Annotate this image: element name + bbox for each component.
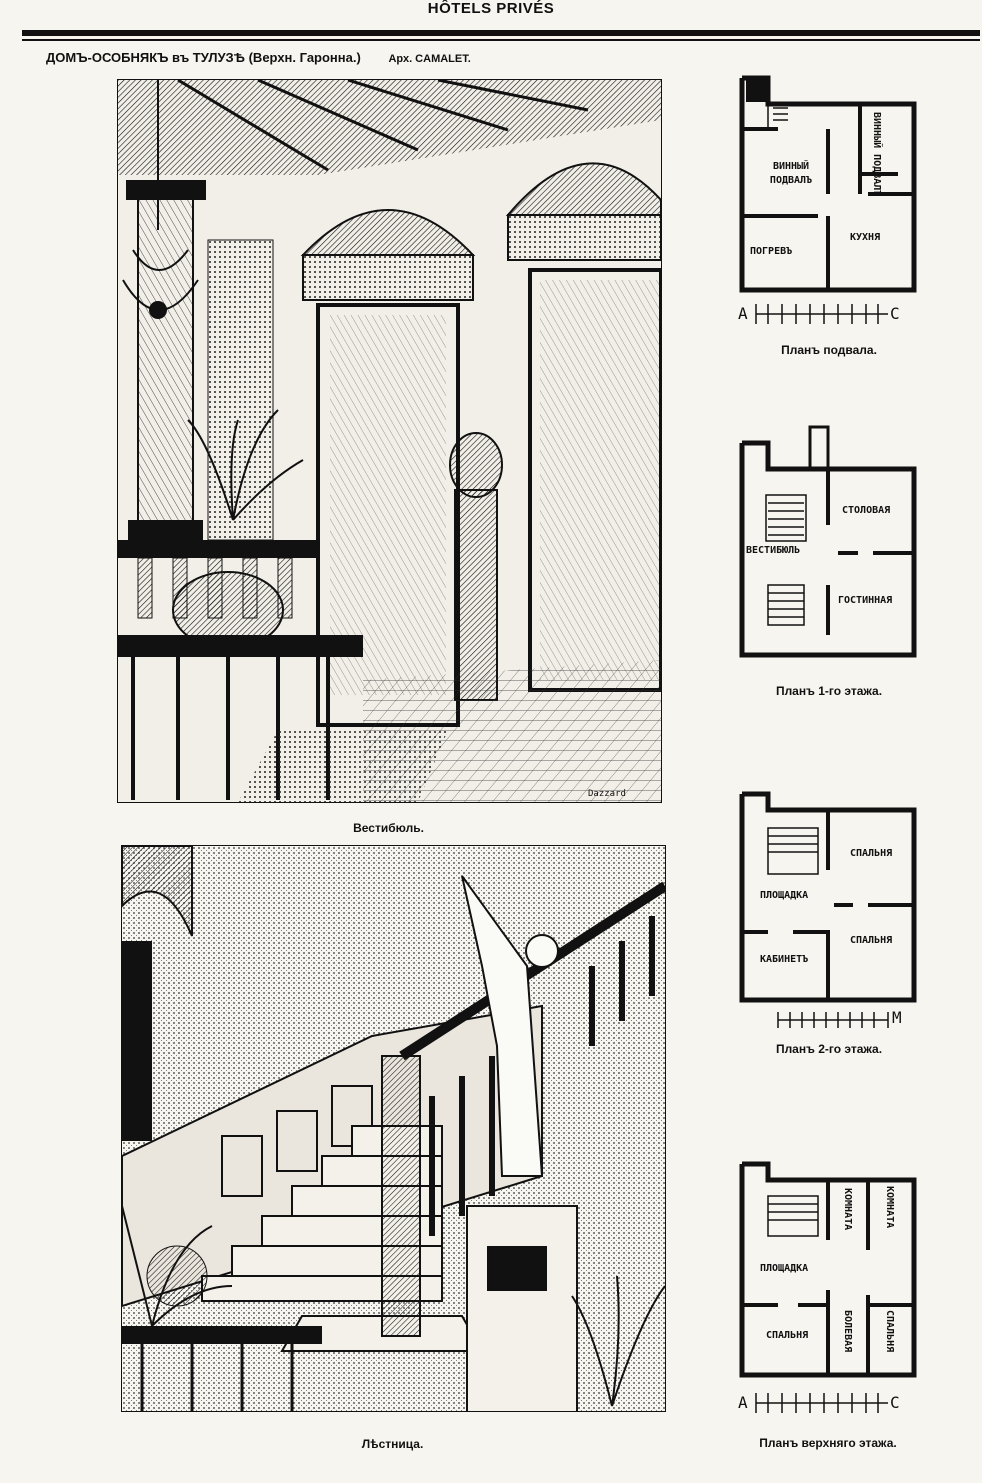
second-floor-plan-caption: Планъ 2-го этажа. [775, 1042, 883, 1056]
upper-floor-plan-drawing [739, 1161, 917, 1413]
basement-plan: ВИННЫЙ ПОДВАЛЪ ВИННЫЙ ПОДВАЛЪ ПОГРЕВЪ КУ… [738, 74, 920, 334]
page-subtitle: ДОМЪ-ОСОБНЯКЪ въ ТУЛУЗѢ (Верхн. Гаронна.… [46, 50, 471, 65]
room-label: КОМНАТА [884, 1186, 895, 1229]
second-floor-plan-drawing [739, 791, 917, 1028]
room-label: СПАЛЬНЯ [850, 935, 893, 946]
architect-credit: Арх. CAMALET. [388, 53, 471, 65]
room-label: КУХНЯ [850, 232, 881, 243]
scale-label-right: M [892, 1008, 902, 1027]
basement-plan-caption: Планъ подвала. [781, 343, 877, 357]
room-label: ПЛОЩАДКА [760, 890, 809, 901]
room-label: ВИННЫЙ ПОДВАЛЪ [769, 161, 813, 186]
room-label: СПАЛЬНЯ [766, 1330, 809, 1341]
vestibule-engraving: Dazzard [117, 79, 662, 803]
room-label: КОМНАТА [842, 1188, 853, 1231]
header-rule-thin [22, 39, 980, 41]
staircase-caption: Лѣстница. [361, 1437, 424, 1451]
room-label: СПАЛЬНЯ [884, 1310, 895, 1353]
scale-label-left: A [738, 1393, 748, 1412]
room-label: ПЛОЩАДКА [760, 1263, 809, 1274]
scale-label-right: C [890, 304, 900, 323]
upper-floor-plan: КОМНАТА КОМНАТА ПЛОЩАДКА СПАЛЬНЯ БОЛЕВАЯ… [738, 1160, 920, 1425]
first-floor-plan: СТОЛОВАЯ ВЕСТИБЮЛЬ ГОСТИННАЯ [738, 425, 920, 660]
header-rule [22, 30, 980, 36]
room-label: ВИННЫЙ ПОДВАЛЪ [871, 112, 882, 197]
second-floor-plan: СПАЛЬНЯ ПЛОЩАДКА СПАЛЬНЯ КАБИНЕТЪ M [738, 790, 920, 1035]
first-floor-plan-caption: Планъ 1-го этажа. [775, 684, 883, 698]
room-label: ПОГРЕВЪ [750, 246, 793, 257]
room-label: КАБИНЕТЪ [760, 954, 809, 965]
room-label: ГОСТИННАЯ [838, 595, 893, 606]
room-label: СТОЛОВАЯ [842, 505, 891, 516]
room-label: СПАЛЬНЯ [850, 848, 893, 859]
staircase-drawing [122, 846, 665, 1411]
page-header-title: HÔTELS PRIVÉS [427, 0, 555, 17]
vestibule-drawing: Dazzard [118, 80, 661, 802]
scale-label-right: C [890, 1393, 900, 1412]
basement-plan-drawing [739, 75, 917, 324]
subtitle-text: ДОМЪ-ОСОБНЯКЪ въ ТУЛУЗѢ (Верхн. Гаронна.… [46, 50, 361, 65]
vestibule-caption: Вестибюль. [353, 821, 424, 835]
engraver-signature: Dazzard [588, 789, 626, 799]
scale-label-left: A [738, 304, 748, 323]
upper-floor-plan-caption: Планъ верхняго этажа. [759, 1436, 897, 1450]
first-floor-plan-drawing [739, 425, 917, 658]
room-label: ВЕСТИБЮЛЬ [746, 545, 801, 556]
staircase-engraving [121, 845, 666, 1412]
room-label: БОЛЕВАЯ [842, 1310, 853, 1353]
